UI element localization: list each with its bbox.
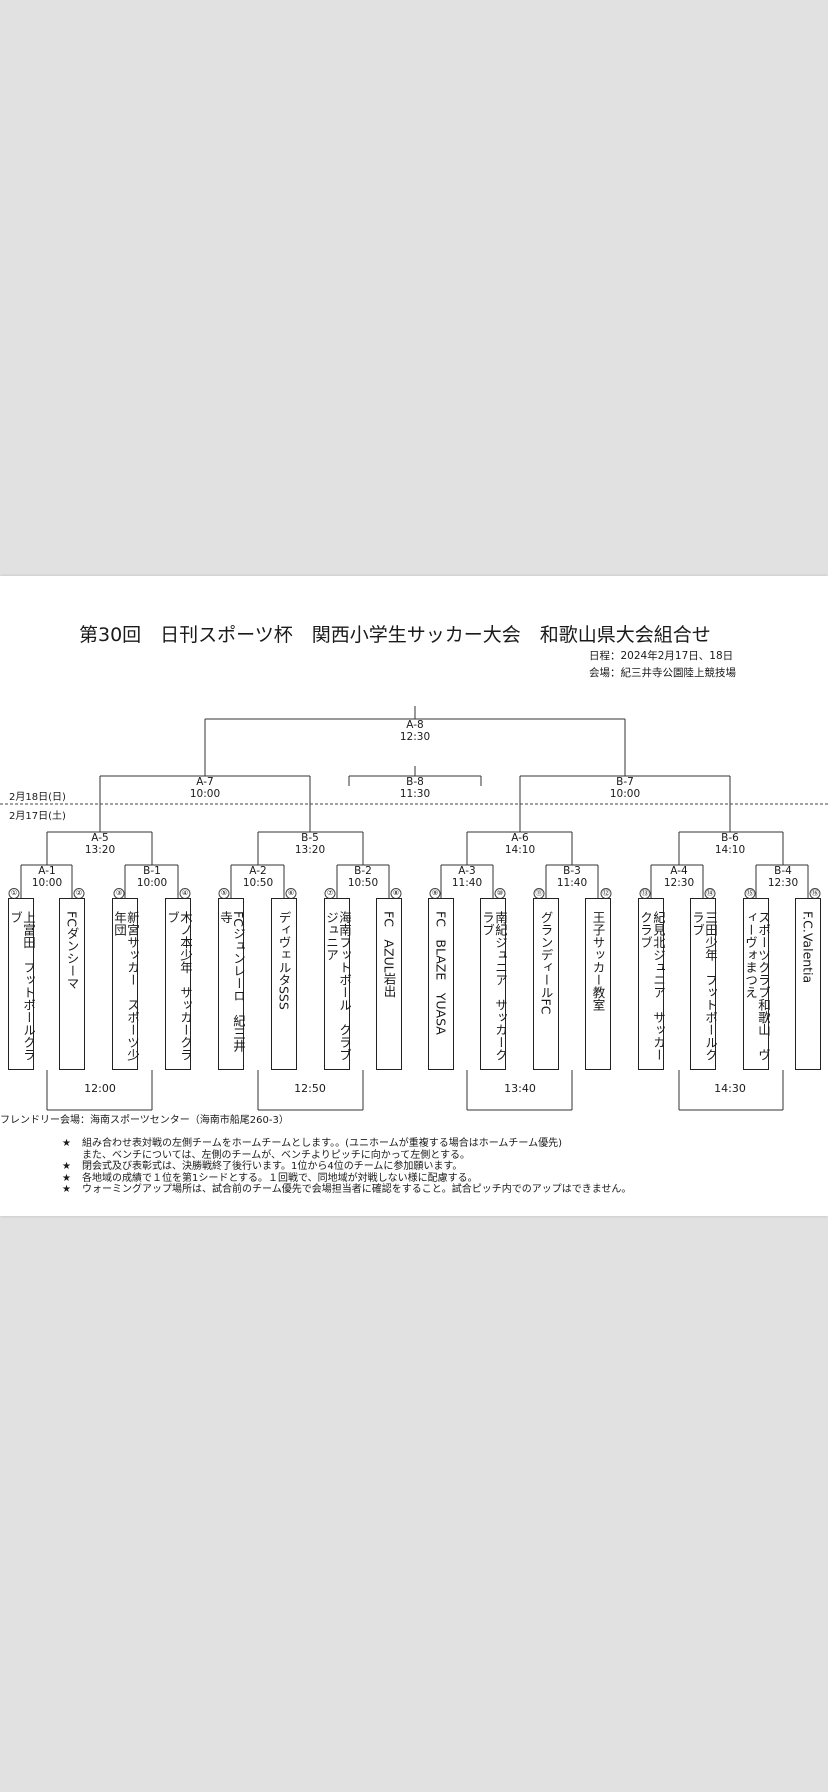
star-icon: ★ bbox=[62, 1138, 71, 1149]
team-name: 南紀ジュニア サッカークラブ bbox=[481, 911, 507, 1061]
star-icon: ★ bbox=[62, 1184, 71, 1195]
team-box-6: ディヴェルタSSS bbox=[271, 898, 297, 1070]
friendly-time-4: 14:30 bbox=[714, 1082, 746, 1095]
team-name: FC BLAZE YUASA bbox=[434, 911, 448, 1035]
team-box-3: 新宮サッカー スポーツ少年団 bbox=[112, 898, 139, 1070]
team-box-1: 上富田 フットボールクラブ bbox=[8, 898, 35, 1070]
team-box-2: FCダンシーマ bbox=[59, 898, 85, 1070]
team-box-16: F.C.Valentia bbox=[795, 898, 821, 1070]
team-name: 新宮サッカー スポーツ少年団 bbox=[113, 911, 139, 1061]
team-box-4: 木ノ本少年 サッカークラブ bbox=[165, 898, 192, 1070]
note-item: ★組み合わせ表対戦の左側チームをホームチームとします。。(ユニホームが重複する場… bbox=[62, 1138, 563, 1149]
team-box-9: FC BLAZE YUASA bbox=[428, 898, 454, 1070]
team-name: F.C.Valentia bbox=[801, 911, 815, 984]
team-name: 木ノ本少年 サッカークラブ bbox=[166, 911, 192, 1061]
note-item: ★ウォーミングアップ場所は、試合前のチーム優先で会場担当者に確認をすること。試合… bbox=[62, 1184, 632, 1195]
team-name: グランディールFC bbox=[539, 911, 553, 1015]
star-icon: ★ bbox=[62, 1161, 71, 1172]
team-box-7: 海南フットボール クラブ ジュニア bbox=[324, 898, 351, 1070]
team-name: ディヴェルタSSS bbox=[277, 911, 291, 1010]
friendly-time-1: 12:00 bbox=[84, 1082, 116, 1095]
team-name: スポーツクラブ和歌山 ヴィーヴォまつえ bbox=[744, 911, 770, 1061]
team-name: 三田少年 フットボールクラブ bbox=[691, 911, 717, 1061]
venue-text: 会場：紀三井寺公園陸上競技場 bbox=[589, 667, 736, 679]
team-name: 海南フットボール クラブ ジュニア bbox=[325, 911, 351, 1061]
day2-label: 2月18日(日) bbox=[9, 792, 66, 803]
team-box-8: FC AZUL岩出 bbox=[376, 898, 402, 1070]
team-box-12: 王子サッカー教室 bbox=[585, 898, 611, 1070]
note-item: ★閉会式及び表彰式は、決勝戦終了後行います。1位から4位のチームに参加願います。 bbox=[62, 1161, 463, 1172]
note-item: また、ベンチについては、左側のチームが、ベンチよりピッチに向かって左側とする。 bbox=[82, 1149, 470, 1161]
team-name: FCジュンレーロ 紀三井寺 bbox=[219, 911, 245, 1052]
team-box-14: 三田少年 フットボールクラブ bbox=[690, 898, 717, 1070]
team-name: FC AZUL岩出 bbox=[382, 911, 396, 998]
day1-label: 2月17日(土) bbox=[9, 811, 66, 822]
friendly-time-3: 13:40 bbox=[504, 1082, 536, 1095]
bracket-lines bbox=[0, 706, 828, 1111]
team-name: 王子サッカー教室 bbox=[591, 911, 605, 1011]
star-icon: ★ bbox=[62, 1172, 71, 1184]
document-title: 第30回 日刊スポーツ杯 関西小学生サッカー大会 和歌山県大会組合せ bbox=[79, 624, 711, 646]
team-box-15: スポーツクラブ和歌山 ヴィーヴォまつえ bbox=[743, 898, 770, 1070]
friendly-time-2: 12:50 bbox=[294, 1082, 326, 1095]
team-name: 上富田 フットボールクラブ bbox=[9, 911, 35, 1061]
note-item: ★各地域の成績で１位を第1シードとする。１回戦で、同地域が対戦しない様に配慮する… bbox=[62, 1172, 478, 1184]
team-name: 紀見北ジュニア サッカークラブ bbox=[639, 911, 665, 1061]
team-box-13: 紀見北ジュニア サッカークラブ bbox=[638, 898, 665, 1070]
team-box-11: グランディールFC bbox=[533, 898, 559, 1070]
schedule-text: 日程：2024年2月17日、18日 bbox=[589, 650, 734, 662]
notes-list: ★組み合わせ表対戦の左側チームをホームチームとします。。(ユニホームが重複する場… bbox=[62, 1138, 631, 1196]
team-name: FCダンシーマ bbox=[65, 911, 79, 990]
friendly-venue: フレンドリー会場：海南スポーツセンター（海南市船尾260-3） bbox=[0, 1115, 289, 1126]
team-box-10: 南紀ジュニア サッカークラブ bbox=[480, 898, 507, 1070]
team-box-5: FCジュンレーロ 紀三井寺 bbox=[218, 898, 245, 1070]
bracket-document: 第30回 日刊スポーツ杯 関西小学生サッカー大会 和歌山県大会組合せ 日程：20… bbox=[0, 576, 828, 1216]
